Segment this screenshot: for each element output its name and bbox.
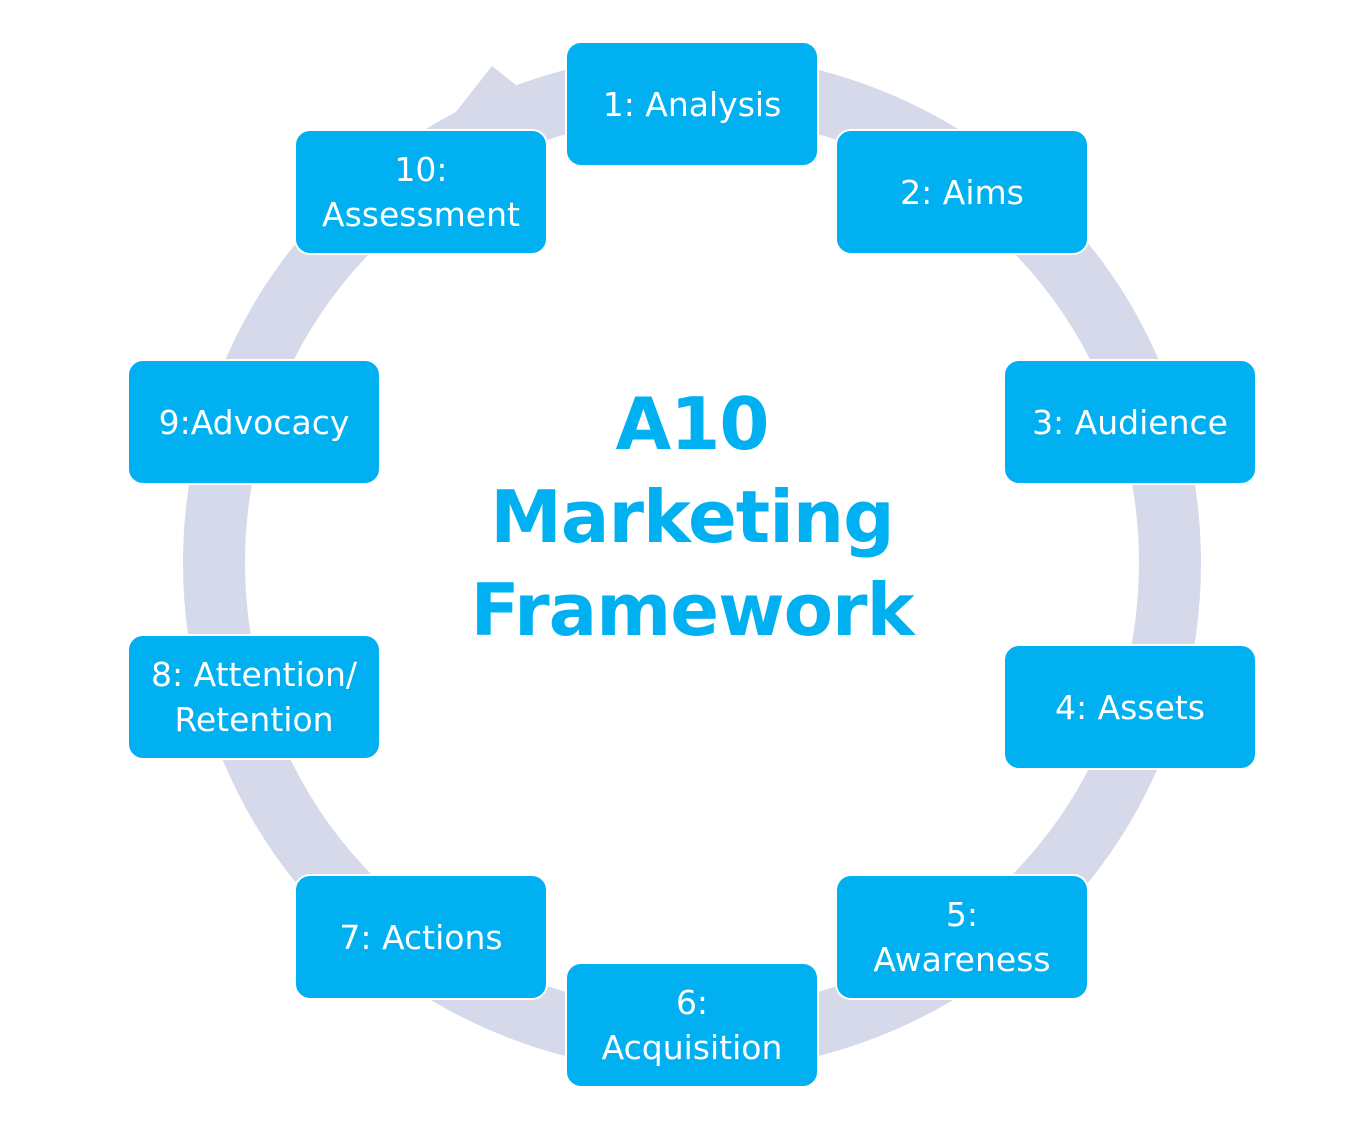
step-3-audience: 3: Audience bbox=[1003, 359, 1257, 485]
step-9-advocacy: 9:Advocacy bbox=[127, 359, 381, 485]
step-2-aims: 2: Aims bbox=[835, 129, 1089, 255]
framework-title: A10 Marketing Framework bbox=[470, 382, 915, 652]
step-1-analysis: 1: Analysis bbox=[565, 41, 819, 167]
step-4-assets: 4: Assets bbox=[1003, 644, 1257, 770]
cycle-arrow-head-icon bbox=[430, 66, 550, 145]
step-10-assessment: 10: Assessment bbox=[294, 129, 548, 255]
step-7-actions: 7: Actions bbox=[294, 874, 548, 1000]
step-5-awareness: 5: Awareness bbox=[835, 874, 1089, 1000]
step-6-acquisition: 6: Acquisition bbox=[565, 962, 819, 1088]
step-8-attention-retention: 8: Attention/ Retention bbox=[127, 634, 381, 760]
